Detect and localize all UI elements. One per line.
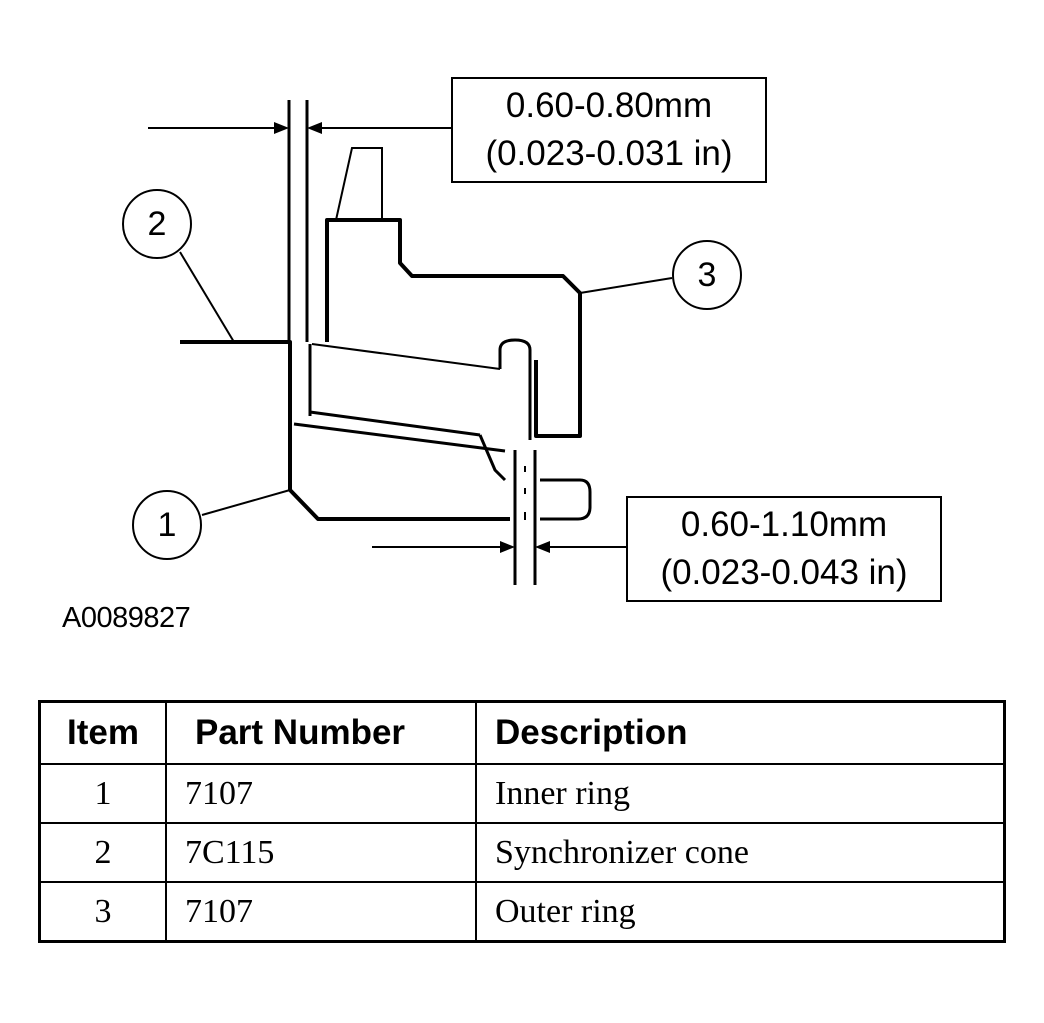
bottom-dimension-arrowhead-left xyxy=(500,541,515,553)
leader-line-item-1 xyxy=(201,489,291,516)
row-description: Outer ring xyxy=(475,881,1006,943)
row-part-number: 7107 xyxy=(165,763,477,824)
bottom-clearance-metric: 0.60-1.10mm xyxy=(680,505,888,544)
row-item: 3 xyxy=(38,881,167,943)
outer-ring-tooth xyxy=(335,147,383,221)
inner-ring-lip xyxy=(540,478,592,521)
table-row: 1 7107 Inner ring xyxy=(38,763,1006,824)
row-item: 2 xyxy=(38,822,167,883)
parts-table: Item Part Number Description 1 7107 Inne… xyxy=(38,700,1006,943)
synchronizer-clearance-diagram xyxy=(148,100,673,585)
leader-line-item-2 xyxy=(179,251,235,343)
inner-ring-hook xyxy=(478,434,507,482)
row-part-number: 7C115 xyxy=(165,822,477,883)
leader-line-item-3 xyxy=(579,277,673,294)
header-description: Description xyxy=(475,700,1006,765)
top-dimension-arrowhead-right xyxy=(307,122,322,134)
bottom-dimension-arrowhead-right xyxy=(535,541,550,553)
item-bubble-3: 3 xyxy=(672,240,742,310)
row-part-number: 7107 xyxy=(165,881,477,943)
top-clearance-metric: 0.60-0.80mm xyxy=(505,86,713,125)
header-item: Item xyxy=(38,700,167,765)
top-dimension-arrowhead-left xyxy=(274,122,289,134)
item-bubble-1: 1 xyxy=(132,490,202,560)
bottom-clearance-imperial: (0.023-0.043 in) xyxy=(660,553,908,592)
synchronizer-cone-face-top xyxy=(311,343,501,370)
inner-ring-stem xyxy=(498,338,532,440)
synchronizer-cone-face-inner xyxy=(309,410,481,437)
figure-id: A0089827 xyxy=(62,602,191,634)
table-row: 2 7C115 Synchronizer cone xyxy=(38,822,1006,883)
outer-ring-outline xyxy=(325,218,582,438)
parts-table-header-row: Item Part Number Description xyxy=(38,700,1006,765)
row-item: 1 xyxy=(38,763,167,824)
synchronizer-cone-face-bottom xyxy=(293,422,506,453)
row-description: Synchronizer cone xyxy=(475,822,1006,883)
header-part-number: Part Number xyxy=(165,700,477,765)
row-description: Inner ring xyxy=(475,763,1006,824)
table-row: 3 7107 Outer ring xyxy=(38,881,1006,943)
item-bubble-2: 2 xyxy=(122,189,192,259)
top-clearance-callout: 0.60-0.80mm (0.023-0.031 in) xyxy=(451,77,767,183)
bottom-clearance-callout: 0.60-1.10mm (0.023-0.043 in) xyxy=(626,496,942,602)
top-clearance-imperial: (0.023-0.031 in) xyxy=(485,134,733,173)
